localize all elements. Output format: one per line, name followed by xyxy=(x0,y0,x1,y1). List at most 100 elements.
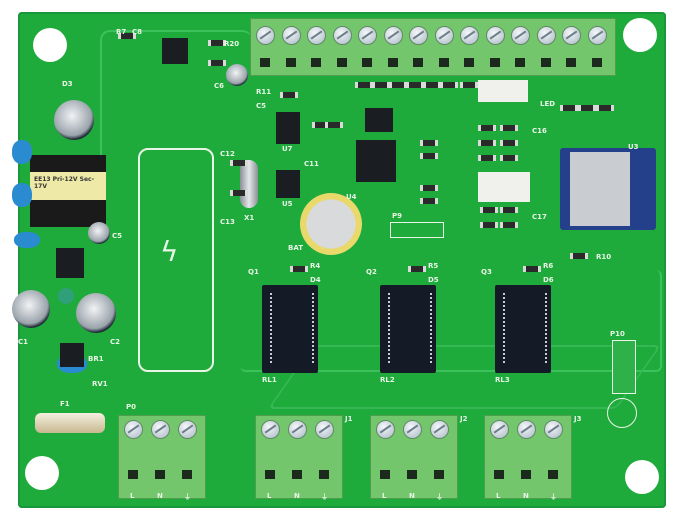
label-rv1: RV1 xyxy=(92,380,108,388)
label-f1: F1 xyxy=(60,400,70,408)
terminal-screw xyxy=(562,26,581,45)
label-j2: J2 xyxy=(460,415,468,423)
terminal-screw xyxy=(517,420,536,439)
terminal-screw xyxy=(124,420,143,439)
electrolytic-capacitor xyxy=(88,222,110,244)
header-p9 xyxy=(390,222,444,238)
pin-label: L xyxy=(130,492,135,500)
label-r10: R10 xyxy=(596,253,612,261)
ic-u5 xyxy=(276,170,300,198)
smd-component xyxy=(523,266,541,272)
pin-label: L xyxy=(267,492,272,500)
transformer-label xyxy=(30,172,106,200)
terminal-screw xyxy=(485,26,505,45)
pin-label: ⏚ xyxy=(436,493,443,501)
label-u3: U3 xyxy=(628,143,639,151)
terminal-slot xyxy=(489,58,500,67)
label-d4: D4 xyxy=(310,276,321,284)
terminal-slot xyxy=(413,58,423,67)
trace xyxy=(240,270,662,372)
terminal-slot xyxy=(155,470,165,479)
mounting-hole xyxy=(25,456,59,490)
terminal-slot xyxy=(566,58,576,67)
label-c17: C17 xyxy=(532,213,547,221)
relay-marking xyxy=(270,293,314,363)
mounting-hole xyxy=(623,18,657,52)
smd-component xyxy=(460,82,478,88)
label-j1: J1 xyxy=(345,415,353,423)
trace xyxy=(100,30,252,222)
terminal-screw xyxy=(536,26,556,45)
terminal-screw xyxy=(256,26,275,45)
green-capacitor xyxy=(58,288,74,304)
terminal-screw xyxy=(511,26,530,45)
terminal-screw xyxy=(544,420,563,439)
ic-u6 xyxy=(365,108,393,132)
mounting-hole xyxy=(625,460,659,494)
blue-capacitor xyxy=(12,140,32,164)
terminal-screw xyxy=(376,420,395,439)
terminal-screw xyxy=(587,26,607,45)
label-u4: U4 xyxy=(346,193,357,201)
terminal-screw xyxy=(281,26,301,45)
mcu-ic xyxy=(356,140,396,182)
terminal-screw xyxy=(307,26,326,45)
ic-u7 xyxy=(276,112,300,144)
label-rl3: RL3 xyxy=(495,376,510,384)
terminal-screw xyxy=(383,26,403,45)
label-r5: R5 xyxy=(428,262,439,270)
label-d5: D5 xyxy=(428,276,439,284)
label-j3: J3 xyxy=(574,415,582,423)
terminal-slot xyxy=(336,58,347,67)
blue-capacitor xyxy=(14,232,40,248)
smd-component xyxy=(290,266,308,272)
terminal-slot xyxy=(464,58,474,67)
label-br1: BR1 xyxy=(88,355,104,363)
terminal-slot xyxy=(540,58,551,67)
terminal-slot xyxy=(521,470,531,479)
label-c16: C16 xyxy=(532,127,547,135)
terminal-slot xyxy=(548,470,558,479)
pin-label: ⏚ xyxy=(184,493,191,501)
terminal-slot xyxy=(128,470,138,479)
label-u5: U5 xyxy=(282,200,293,208)
label-c8: C8 xyxy=(132,28,143,36)
smd-component xyxy=(420,153,438,159)
label-d3: D3 xyxy=(62,80,73,88)
terminal-screw xyxy=(490,420,509,439)
jumper-p10 xyxy=(612,340,636,394)
terminal-slot xyxy=(494,470,504,479)
smd-component xyxy=(478,125,496,131)
terminal-slot xyxy=(292,470,302,479)
ground-symbol xyxy=(607,398,637,428)
terminal-slot xyxy=(387,58,398,67)
regulator-ic xyxy=(162,38,188,64)
terminal-slot xyxy=(407,470,417,479)
smd-component xyxy=(500,125,518,131)
smd-component xyxy=(570,253,588,259)
pin-label: N xyxy=(294,492,300,500)
smd-component xyxy=(596,105,614,111)
mounting-hole xyxy=(33,28,67,62)
terminal-screw xyxy=(430,420,449,439)
label-r4: R4 xyxy=(310,262,321,270)
smd-component xyxy=(500,155,518,161)
label-rl2: RL2 xyxy=(380,376,395,384)
label-c2: C2 xyxy=(110,338,121,346)
relay-marking xyxy=(388,293,432,363)
terminal-slot xyxy=(438,58,449,67)
label-p10: P10 xyxy=(610,330,625,338)
terminal-screw xyxy=(409,26,428,45)
pin-label: ⏚ xyxy=(321,493,328,501)
transformer-text: EE13 Pri-12V Sec-17V xyxy=(34,176,95,190)
white-connector xyxy=(478,80,528,102)
relay-marking xyxy=(503,293,547,363)
pin-label: L xyxy=(496,492,501,500)
terminal-slot xyxy=(380,470,390,479)
smd-component xyxy=(406,82,424,88)
terminal-slot xyxy=(311,58,321,67)
smd-component xyxy=(408,266,426,272)
pin-label: N xyxy=(157,492,163,500)
top-terminal-block xyxy=(250,18,616,76)
terminal-slot xyxy=(434,470,444,479)
